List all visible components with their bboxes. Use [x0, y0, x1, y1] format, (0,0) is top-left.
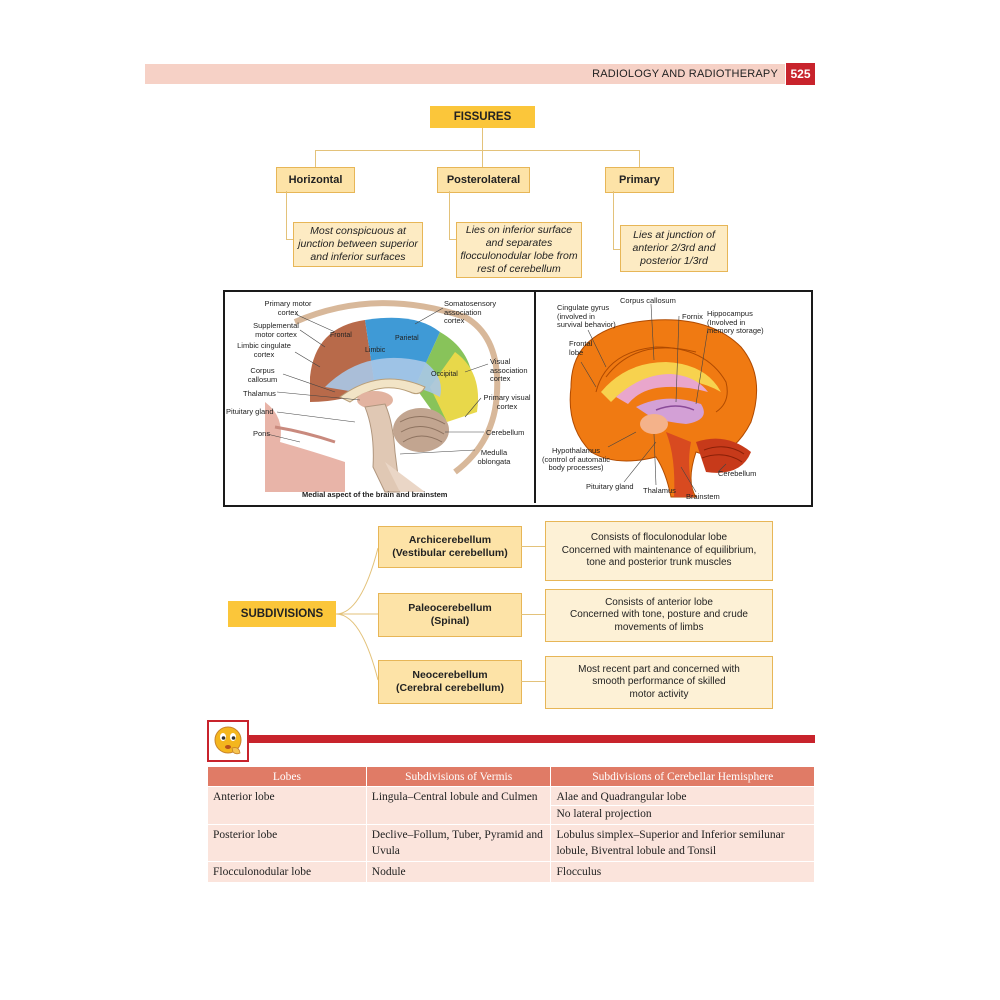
table-row: Posterior lobe Declive–Follum, Tuber, Py… — [207, 824, 815, 862]
subdivisions-connectors — [336, 547, 379, 681]
page-number: 525 — [786, 63, 815, 85]
occipital-label: Occipital — [431, 371, 458, 378]
medial-brain-illustration: Frontal Parietal Limbic Occipital — [265, 300, 501, 493]
paleo-line-3: movements of limbs — [614, 621, 704, 633]
header-band — [145, 64, 785, 84]
fissure-horizontal-desc: Most conspicuous at junction between sup… — [293, 222, 423, 267]
label-corpus-callosum: Corpus callosum — [247, 366, 278, 384]
archi-line-1: Consists of floculonodular lobe — [590, 532, 728, 544]
archicerebellum-box: Archicerebellum (Vestibular cerebellum) — [378, 526, 522, 568]
paleocerebellum-name: Paleocerebellum — [408, 602, 492, 614]
fissure-posterolateral: Posterolateral — [437, 167, 530, 193]
parietal-label: Parietal — [395, 335, 419, 342]
fissure-primary-text: Lies at junction of anterior 2/3rd and p… — [632, 229, 716, 267]
label-primary-motor: Primary motor cortex — [264, 299, 312, 317]
archicerebellum-desc: Consists of floculonodular lobe Concerne… — [545, 521, 773, 581]
label-hippocampus: Hippocampus (Involved in memory storage) — [707, 309, 764, 335]
neo-line-2: smooth performance of skilled — [592, 676, 726, 688]
neocerebellum-box: Neocerebellum (Cerebral cerebellum) — [378, 660, 522, 704]
label-thalamus: Thalamus — [243, 389, 276, 398]
label-visual-assoc: Visual association cortex — [490, 357, 528, 383]
neo-line-1: Most recent part and concerned with — [578, 663, 740, 675]
archi-line-2: Concerned with maintenance of equilibriu… — [561, 544, 757, 556]
cell-vermis: Nodule — [365, 861, 552, 883]
label-supplemental: Supplemental motor cortex — [253, 321, 299, 339]
label-pituitary-right: Pituitary gland — [586, 482, 634, 491]
neocerebellum-alias: (Cerebral cerebellum) — [396, 682, 504, 694]
figure-caption: Medial aspect of the brain and brainstem — [302, 490, 448, 499]
neocerebellum-desc: Most recent part and concerned with smoo… — [545, 656, 773, 709]
limbic-brain-illustration — [569, 319, 758, 498]
col-header-lobes: Lobes — [207, 766, 367, 787]
label-cerebellum-right: Cerebellum — [718, 469, 757, 478]
fissure-horizontal: Horizontal — [276, 167, 355, 193]
col-header-vermis: Subdivisions of Vermis — [365, 766, 552, 787]
cell-vermis: Declive–Follum, Tuber, Pyramid and Uvula — [365, 824, 552, 862]
paleocerebellum-alias: (Spinal) — [430, 615, 470, 627]
label-pituitary: Pituitary gland — [226, 407, 274, 416]
archicerebellum-name: Archicerebellum — [408, 534, 492, 546]
label-limbic-cingulate: Limbic cingulate cortex — [237, 341, 291, 359]
label-pons: Pons — [253, 429, 271, 438]
figure-divider — [534, 292, 536, 503]
cell-hemisphere: Flocculus — [550, 861, 815, 883]
chapter-title: RADIOLOGY AND RADIOTHERAPY — [592, 68, 778, 80]
label-corpus-callosum-right: Corpus callosum — [620, 296, 676, 305]
fissure-primary-desc: Lies at junction of anterior 2/3rd and p… — [620, 225, 728, 272]
paleocerebellum-desc: Consists of anterior lobe Concerned with… — [545, 589, 773, 642]
label-hypothalamus: Hypothalamus (control of automatic body … — [542, 446, 610, 472]
cell-vermis: Lingula–Central lobule and Culmen — [365, 786, 552, 825]
label-medulla: Medulla oblongata — [477, 448, 511, 466]
fissure-posterolateral-desc: Lies on inferior surface and separates f… — [456, 222, 582, 278]
fissure-horizontal-text: Most conspicuous at junction between sup… — [298, 225, 418, 263]
label-somatosensory: Somatosensory association cortex — [444, 299, 497, 325]
table-row: Flocculonodular lobe Nodule Flocculus — [207, 861, 815, 883]
neo-line-3: motor activity — [629, 688, 689, 700]
paleo-line-1: Consists of anterior lobe — [605, 596, 713, 608]
limbic-label: Limbic — [365, 347, 386, 354]
col-header-hemisphere: Subdivisions of Cerebellar Hemisphere — [550, 766, 815, 787]
fissure-primary: Primary — [605, 167, 674, 193]
section-divider-bar — [246, 735, 815, 743]
label-frontal-lobe: Frontal lobe — [569, 339, 593, 357]
thinking-face-icon — [207, 720, 249, 762]
cell-hemisphere: Lobulus simplex–Superior and Inferior se… — [550, 824, 815, 862]
table-row: Anterior lobe Lingula–Central lobule and… — [207, 786, 815, 825]
label-cingulate: Cingulate gyrus (involved in survival be… — [557, 303, 616, 329]
label-cerebellum-left: Cerebellum — [486, 428, 525, 437]
lobes-table: Lobes Subdivisions of Vermis Subdivision… — [207, 766, 815, 883]
cell-lobe: Flocculonodular lobe — [207, 861, 367, 883]
archicerebellum-alias: (Vestibular cerebellum) — [392, 547, 508, 559]
fissures-title: FISSURES — [430, 106, 535, 128]
label-thalamus-right: Thalamus — [643, 486, 676, 495]
cell-lobe: Posterior lobe — [207, 824, 367, 862]
fissure-posterolateral-text: Lies on inferior surface and separates f… — [460, 224, 578, 275]
cell-hemisphere-line-1: Alae and Quadrangular lobe — [556, 791, 687, 803]
right-leader-lines — [580, 303, 727, 493]
frontal-label: Frontal — [330, 332, 352, 339]
label-primary-visual: Primary visual cortex — [483, 393, 531, 411]
subdivisions-title: SUBDIVISIONS — [228, 601, 336, 627]
cell-hemisphere: Alae and Quadrangular lobe No lateral pr… — [550, 786, 815, 825]
label-brainstem: Brainstem — [686, 492, 720, 501]
label-fornix: Fornix — [682, 312, 703, 321]
cell-lobe: Anterior lobe — [207, 786, 367, 825]
left-leader-lines — [266, 307, 489, 455]
cell-hemisphere-line-2: No lateral projection — [556, 808, 652, 820]
paleocerebellum-box: Paleocerebellum (Spinal) — [378, 593, 522, 637]
paleo-line-2: Concerned with tone, posture and crude — [570, 609, 748, 621]
archi-line-3: tone and posterior trunk muscles — [586, 557, 732, 569]
neocerebellum-name: Neocerebellum — [412, 669, 488, 681]
table-header-row: Lobes Subdivisions of Vermis Subdivision… — [207, 766, 815, 787]
